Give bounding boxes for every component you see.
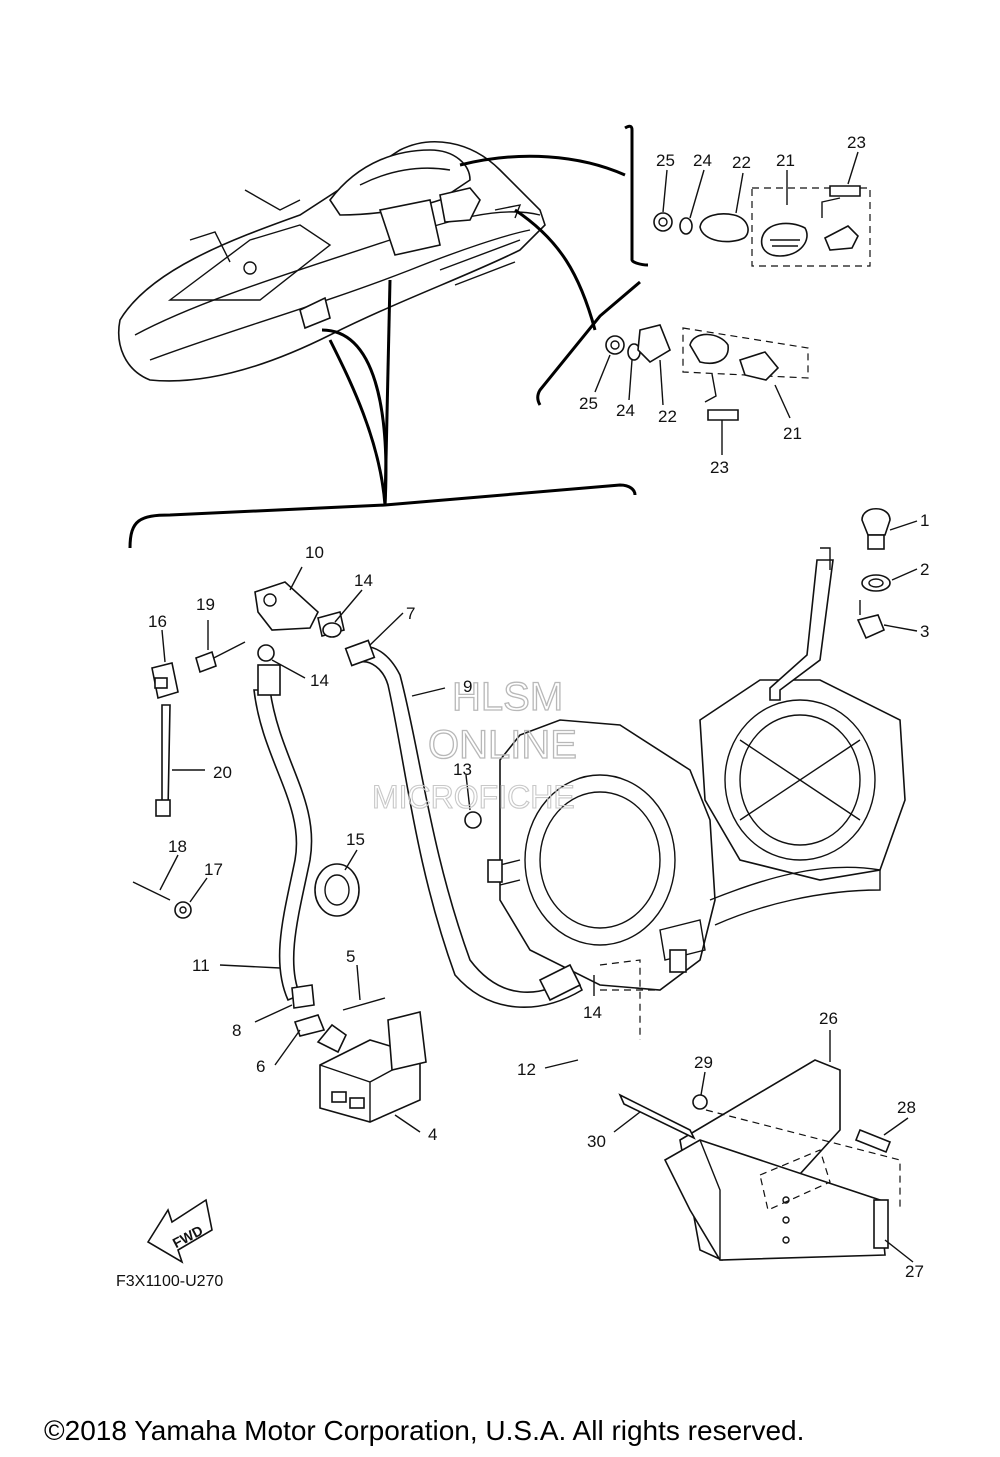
- label-part-4: 4: [428, 1125, 437, 1144]
- watermark-line-3: MICROFICHE: [372, 779, 575, 815]
- watermark-line-1: HLSM: [452, 675, 563, 719]
- label-part-21-lower: 21: [783, 424, 802, 443]
- watercraft-overview: [118, 141, 546, 382]
- hose-assembly: [253, 581, 584, 1009]
- part-labels: 1 2 3 4 5 6 7 8 9 10 11 12 13 14 14 14 1…: [148, 133, 929, 1281]
- label-part-29: 29: [694, 1053, 713, 1072]
- label-part-23-lower: 23: [710, 458, 729, 477]
- label-part-3: 3: [920, 622, 929, 641]
- breather-hose-assembly: [769, 507, 891, 701]
- label-part-16: 16: [148, 612, 167, 631]
- label-part-25-lower: 25: [579, 394, 598, 413]
- label-part-2: 2: [920, 560, 929, 579]
- label-part-9: 9: [463, 677, 472, 696]
- label-part-18: 18: [168, 837, 187, 856]
- label-part-1: 1: [920, 511, 929, 530]
- label-part-6: 6: [256, 1057, 265, 1076]
- label-part-28: 28: [897, 1098, 916, 1117]
- label-part-22-upper: 22: [732, 153, 751, 172]
- label-part-20: 20: [213, 763, 232, 782]
- cover-plate-assembly: [618, 1059, 901, 1261]
- label-part-12: 12: [517, 1060, 536, 1079]
- label-part-5: 5: [346, 947, 355, 966]
- label-part-30: 30: [587, 1132, 606, 1151]
- label-part-11: 11: [192, 956, 210, 975]
- watermark: HLSM ONLINE MICROFICHE: [371, 674, 577, 815]
- label-part-22-lower: 22: [658, 407, 677, 426]
- jet-pump-housing: [487, 679, 906, 991]
- label-part-8: 8: [232, 1021, 241, 1040]
- label-part-24-lower: 24: [616, 401, 635, 420]
- dashed-connectors: [599, 959, 660, 1040]
- fwd-arrow-icon: FWD: [146, 1198, 213, 1264]
- leader-lines: [159, 151, 918, 1263]
- label-part-25-upper: 25: [656, 151, 675, 170]
- label-part-14-top: 14: [354, 571, 373, 590]
- label-part-17: 17: [204, 860, 223, 879]
- watermark-line-2: ONLINE: [428, 723, 577, 767]
- control-box-assembly: [293, 997, 427, 1123]
- label-part-27: 27: [905, 1262, 924, 1281]
- upper-drain-plug-assembly: [653, 185, 871, 267]
- label-part-14-pump: 14: [583, 1003, 602, 1022]
- lower-drain-plug-assembly: [605, 324, 809, 421]
- label-part-26: 26: [819, 1009, 838, 1028]
- label-part-21-upper: 21: [776, 151, 795, 170]
- label-part-7: 7: [406, 604, 415, 623]
- label-part-23-upper: 23: [847, 133, 866, 152]
- diagram-code: F3X1100-U270: [116, 1273, 223, 1290]
- label-part-15: 15: [346, 830, 365, 849]
- label-part-14-mid: 14: [310, 671, 329, 690]
- copyright-notice: ©2018 Yamaha Motor Corporation, U.S.A. A…: [44, 1415, 804, 1446]
- label-part-13: 13: [453, 760, 472, 779]
- callout-lines: [128, 124, 649, 549]
- label-part-10: 10: [305, 543, 324, 562]
- small-parts-left: [132, 641, 482, 919]
- label-part-19: 19: [196, 595, 215, 614]
- label-part-24-upper: 24: [693, 151, 712, 170]
